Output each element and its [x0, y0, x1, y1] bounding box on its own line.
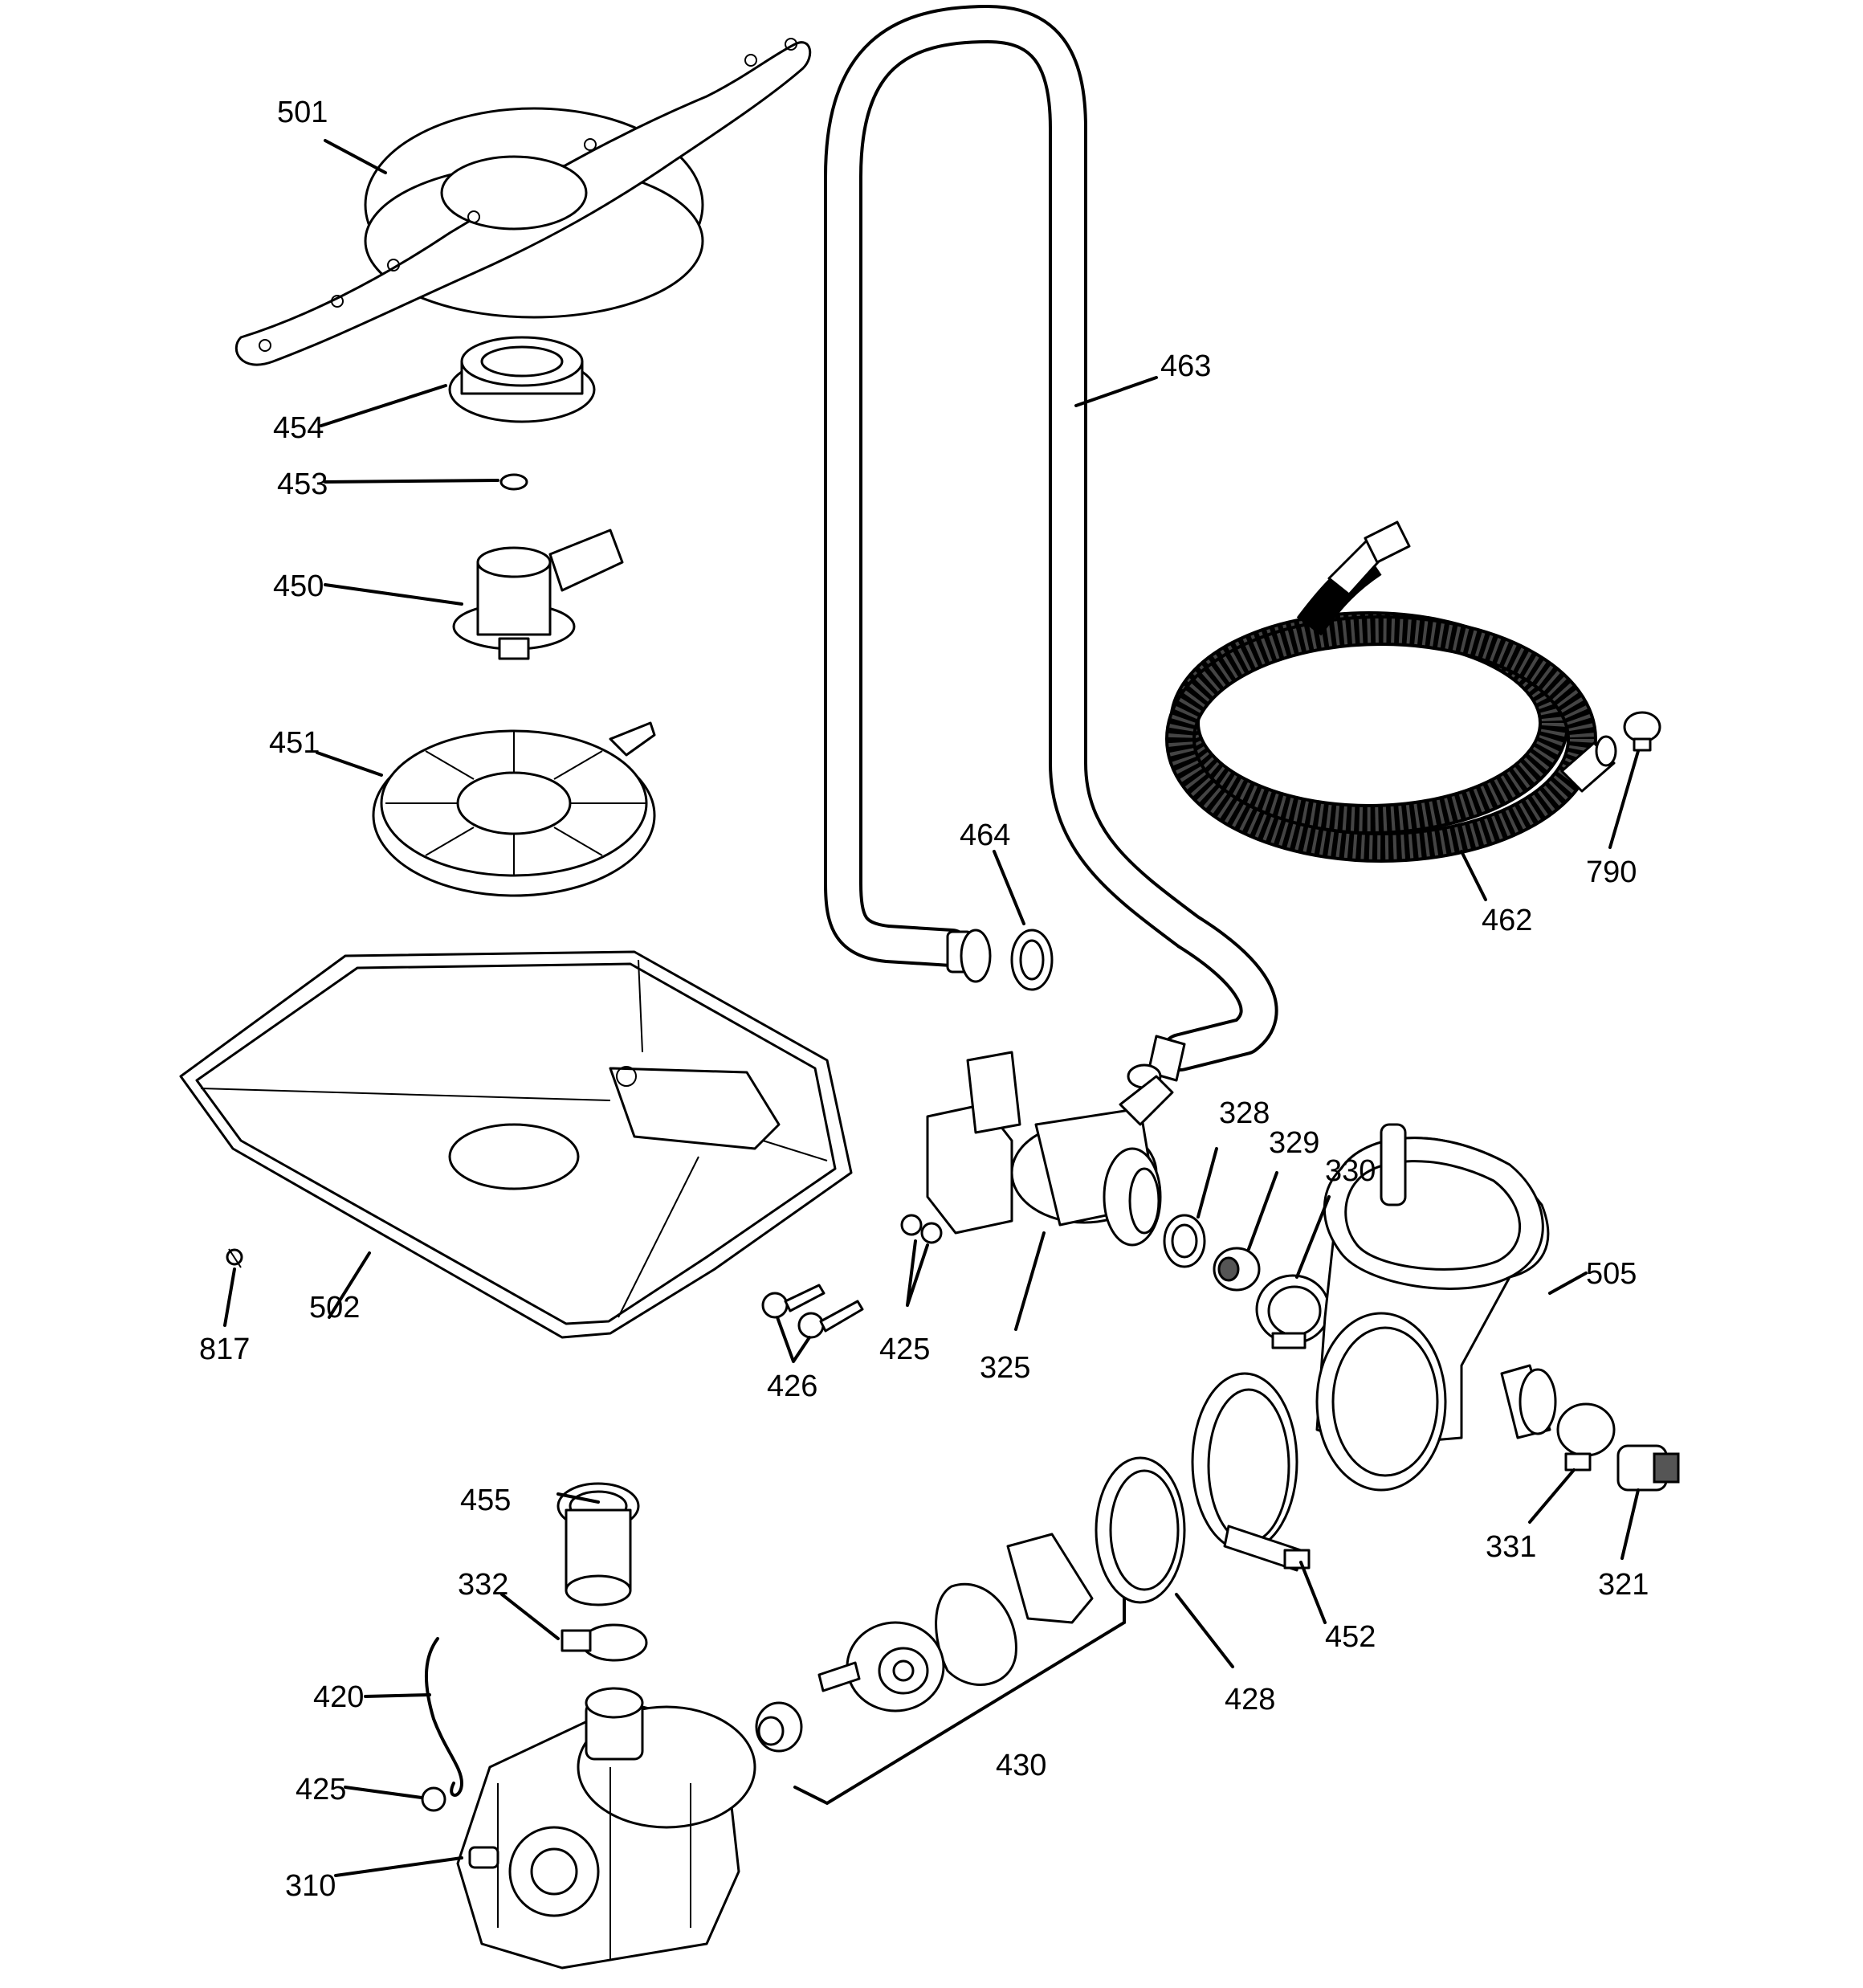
callout-420: 420 [313, 1680, 364, 1714]
callout-430: 430 [996, 1749, 1046, 1782]
callout-450: 450 [273, 569, 324, 603]
callout-452: 452 [1325, 1620, 1376, 1654]
callout-501: 501 [277, 96, 328, 129]
wire-tie [425, 1637, 464, 1797]
nuts-upper [900, 1214, 943, 1244]
small-clamp [1556, 1402, 1616, 1472]
pump-ring [1163, 1214, 1206, 1268]
callout-331: 331 [1486, 1530, 1536, 1564]
nut-lower [421, 1786, 446, 1812]
callout-310: 310 [285, 1869, 336, 1903]
callout-462: 462 [1482, 904, 1532, 937]
filter-assembly [372, 721, 656, 897]
callout-321: 321 [1598, 1568, 1649, 1602]
callout-464: 464 [960, 818, 1010, 852]
screws [761, 1284, 864, 1339]
callout-330: 330 [1325, 1154, 1376, 1188]
callout-332: 332 [458, 1568, 508, 1602]
callout-453: 453 [277, 467, 328, 501]
hose-ring [1010, 929, 1054, 991]
circulation-pump-motor [456, 1687, 756, 1970]
spray-manifold [452, 529, 624, 660]
callout-325: 325 [980, 1351, 1030, 1385]
tub-base [179, 950, 853, 1339]
callout-505: 505 [1586, 1257, 1637, 1291]
coiled-drain-hose [1165, 520, 1617, 863]
callout-425-upper: 425 [879, 1333, 930, 1366]
sump-housing [1315, 1123, 1557, 1492]
callout-428: 428 [1225, 1683, 1275, 1717]
spray-arm-hub [448, 336, 596, 423]
callout-451: 451 [269, 726, 320, 760]
callout-426: 426 [767, 1370, 817, 1403]
callout-328: 328 [1219, 1096, 1270, 1130]
callout-425-lower: 425 [296, 1773, 346, 1806]
callout-817: 817 [199, 1333, 250, 1366]
callout-454: 454 [273, 411, 324, 445]
hose-clamp [1623, 711, 1661, 752]
spray-arm-upper [234, 38, 812, 366]
pump-inlet-seal [556, 1482, 640, 1606]
small-screw [226, 1248, 243, 1268]
large-clamp [1191, 1372, 1311, 1572]
callout-790: 790 [1586, 855, 1637, 889]
pump-seal [1095, 1456, 1186, 1604]
o-ring [499, 473, 528, 491]
callout-329: 329 [1269, 1126, 1319, 1160]
callout-502: 502 [309, 1291, 360, 1325]
inlet-clamp [561, 1623, 648, 1662]
drain-pump [926, 1051, 1174, 1247]
turbidity-sensor [1616, 1444, 1680, 1492]
callout-455: 455 [460, 1484, 511, 1517]
drain-clamp [1255, 1274, 1331, 1349]
drain-hose [824, 5, 1278, 1089]
impeller-assembly [755, 1533, 1094, 1753]
callout-463: 463 [1160, 349, 1211, 383]
check-valve [1213, 1247, 1261, 1292]
